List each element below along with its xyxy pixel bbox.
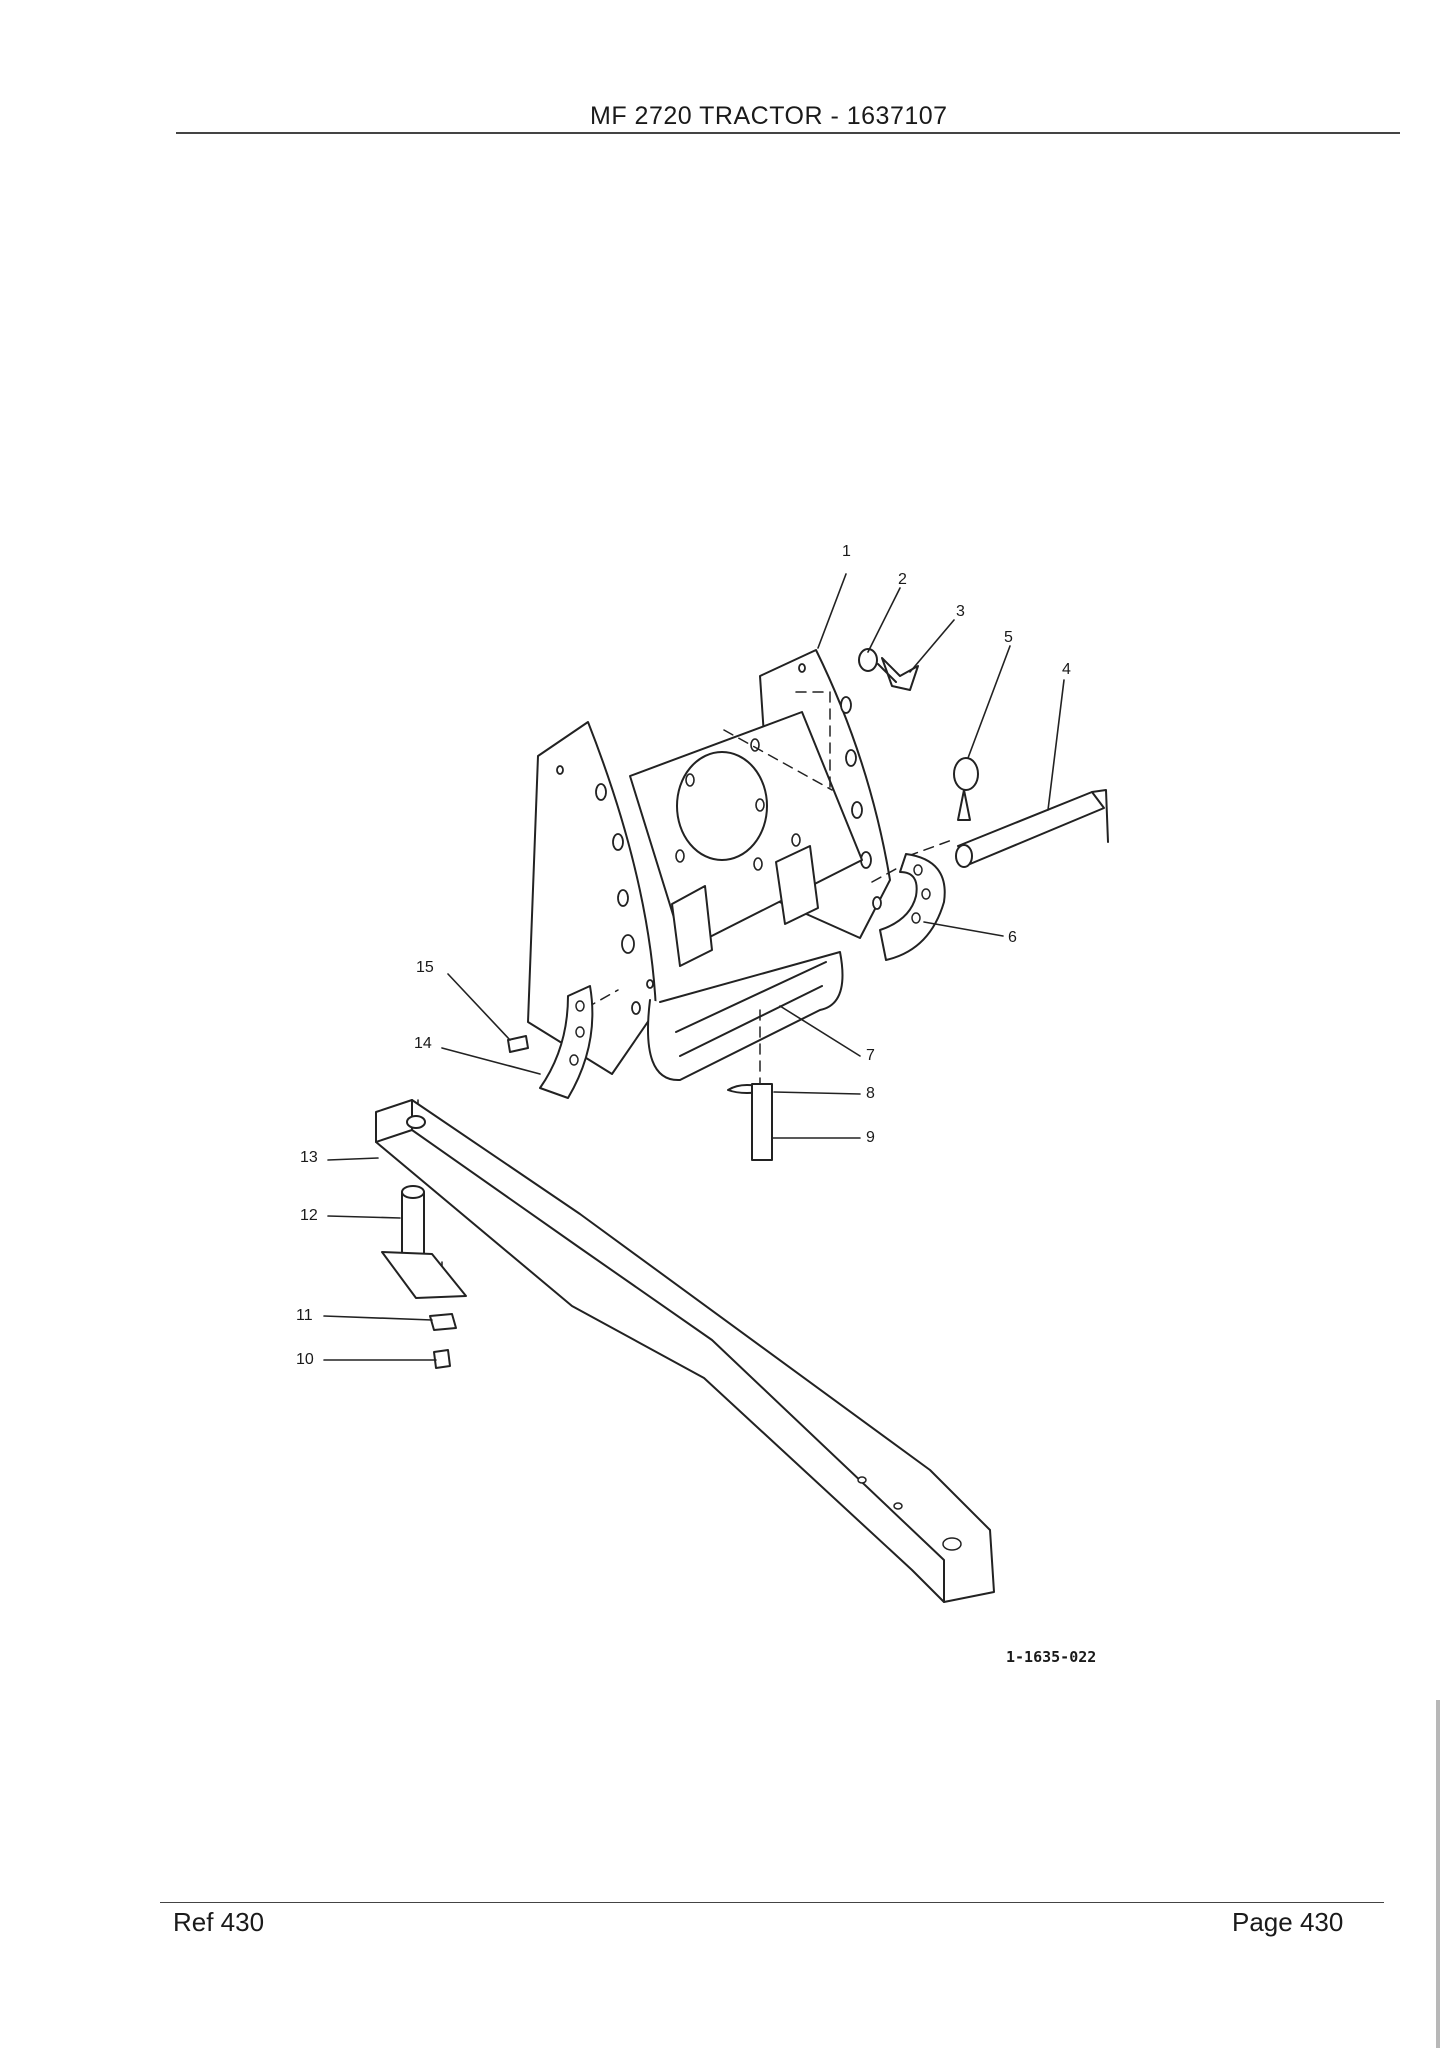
left-lug	[671, 885, 713, 967]
left-plate-holes	[556, 765, 654, 1015]
hitch-pin	[957, 791, 1105, 865]
callout-1: 1	[842, 543, 851, 560]
bolt	[881, 657, 919, 691]
pivot-pin	[401, 1191, 425, 1261]
center-bore	[676, 751, 768, 861]
plate-bolt	[433, 1349, 451, 1369]
callout-4: 4	[1062, 661, 1071, 678]
diagram-code: 1-1635-022	[1006, 1648, 1097, 1666]
callout-6: 6	[1008, 929, 1017, 946]
callout-11: 11	[296, 1307, 313, 1324]
frame-bolt-holes	[675, 738, 801, 871]
page-title: MF 2720 TRACTOR - 1637107	[590, 102, 948, 130]
callout-5: 5	[1004, 629, 1013, 646]
callout-14: 14	[414, 1035, 432, 1052]
scan-edge	[1436, 1700, 1440, 2048]
drawbar-holes	[857, 1476, 962, 1551]
washer	[858, 648, 878, 672]
header-divider	[176, 132, 1400, 134]
right-plate-holes	[798, 663, 882, 910]
callout-3: 3	[956, 603, 965, 620]
callout-10: 10	[296, 1351, 314, 1368]
callout-13: 13	[300, 1149, 318, 1166]
retainer	[429, 1313, 457, 1331]
callout-8: 8	[866, 1085, 875, 1102]
pivot-plate	[381, 1251, 467, 1299]
lower-clevis	[647, 951, 844, 1082]
right-strap	[879, 853, 946, 961]
lynch-pin-ring	[953, 757, 979, 791]
callout-2: 2	[898, 571, 907, 588]
drawbar	[375, 1099, 995, 1603]
footer-ref: Ref 430	[173, 1907, 265, 1937]
callout-9: 9	[866, 1129, 875, 1146]
right-lug	[775, 845, 819, 925]
strap-bolt	[507, 1035, 529, 1053]
footer-divider	[160, 1902, 1384, 1903]
footer-page-number: Page 430	[1232, 1907, 1344, 1937]
left-strap	[539, 985, 594, 1099]
callout-leaders	[323, 573, 1065, 1361]
callout-15: 15	[416, 959, 434, 976]
callout-12: 12	[300, 1207, 318, 1224]
callout-7: 7	[866, 1047, 875, 1064]
drawbar-pin	[751, 1083, 773, 1161]
